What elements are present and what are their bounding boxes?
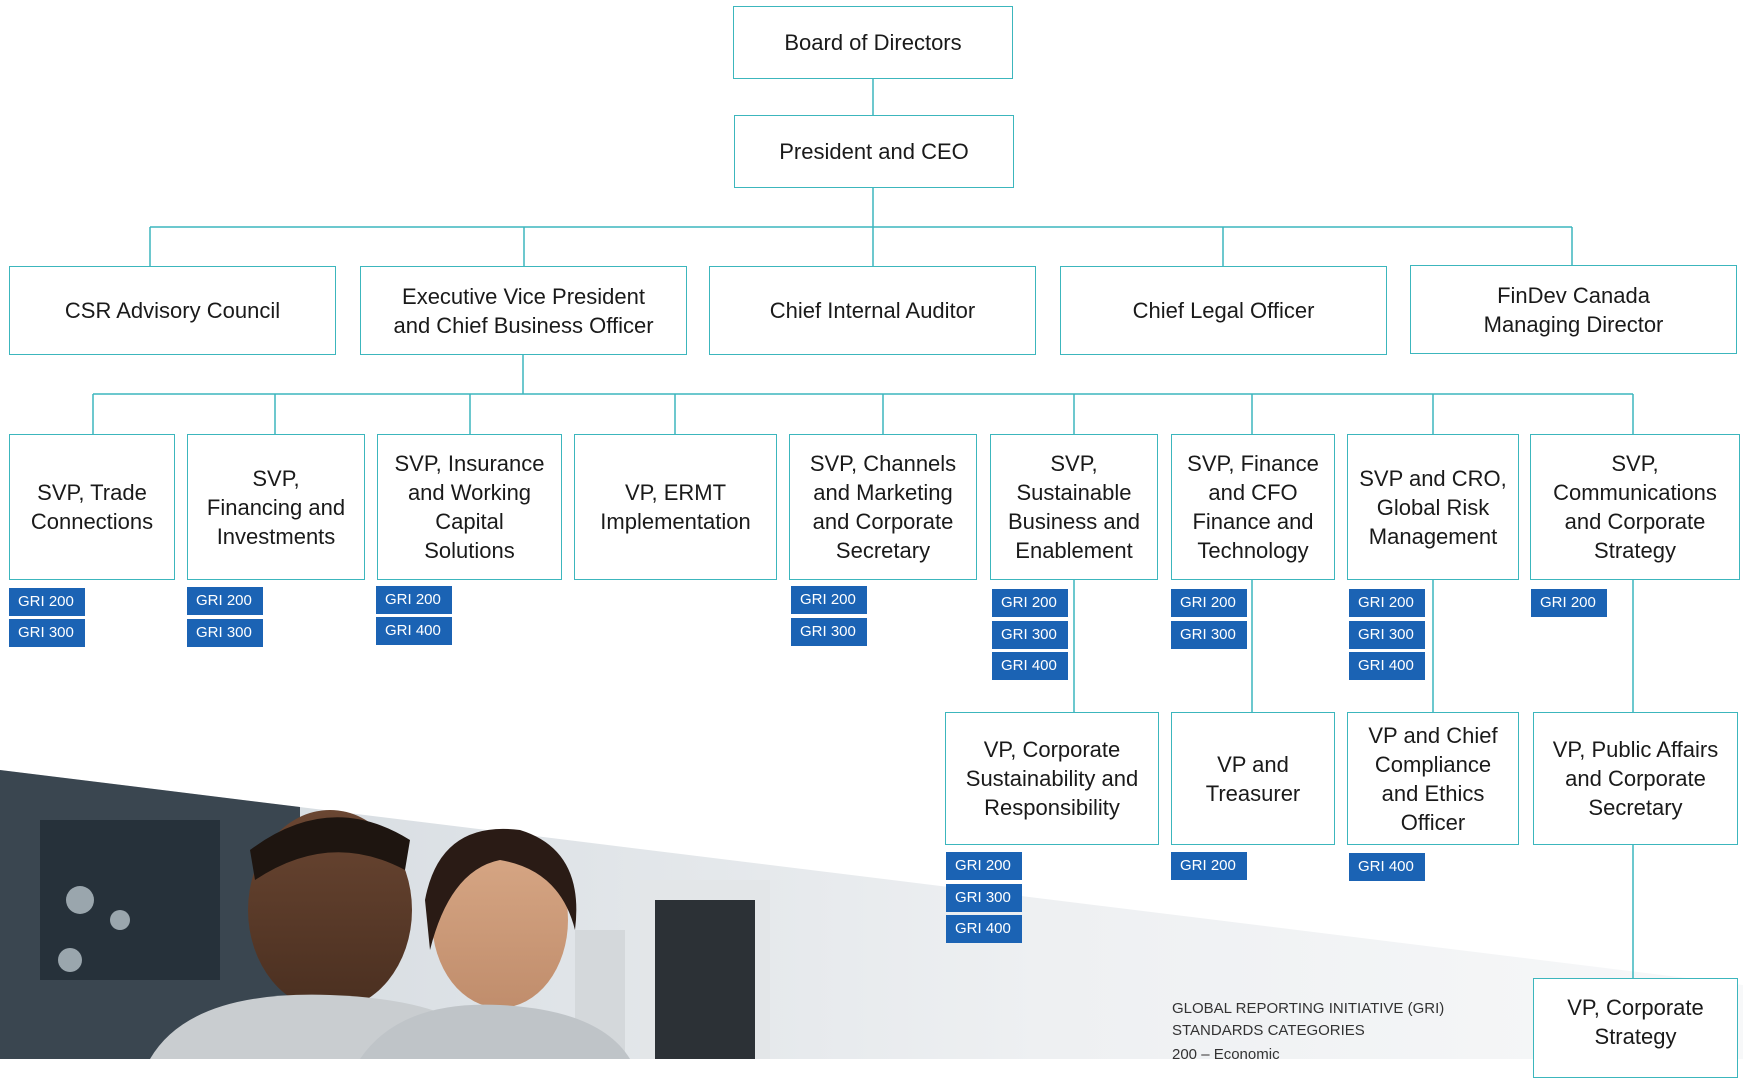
gri-badge: GRI 400: [946, 915, 1022, 943]
gri-badge: GRI 300: [187, 619, 263, 647]
gri-legend-title: GLOBAL REPORTING INITIATIVE (GRI) STANDA…: [1172, 1000, 1445, 1039]
gri-badge: GRI 200: [992, 589, 1068, 617]
gri-badge: GRI 200: [1171, 852, 1247, 880]
gri-badge: GRI 300: [791, 618, 867, 646]
gri-badge: GRI 300: [1171, 621, 1247, 649]
gri-badge: GRI 200: [187, 587, 263, 615]
node-svp-communications: SVP, Communications and Corporate Strate…: [1530, 434, 1740, 580]
gri-legend-item: 200 – Economic: [1172, 1046, 1280, 1063]
gri-badge: GRI 200: [1531, 589, 1607, 617]
gri-badge: GRI 400: [1349, 652, 1425, 680]
node-vp-public-affairs: VP, Public Affairs and Corporate Secreta…: [1533, 712, 1738, 845]
gri-badge: GRI 300: [9, 619, 85, 647]
node-svp-finance-cfo: SVP, Finance and CFO Finance and Technol…: [1171, 434, 1335, 580]
gri-badge: GRI 400: [376, 617, 452, 645]
node-evp-cbo: Executive Vice President and Chief Busin…: [360, 266, 687, 355]
node-chief-legal-officer: Chief Legal Officer: [1060, 266, 1387, 355]
gri-badge: GRI 200: [376, 586, 452, 614]
node-vp-corporate-strategy: VP, Corporate Strategy: [1533, 978, 1738, 1078]
gri-badge: GRI 200: [946, 852, 1022, 880]
gri-badge: GRI 200: [9, 588, 85, 616]
node-svp-channels-marketing: SVP, Channels and Marketing and Corporat…: [789, 434, 977, 580]
node-vp-chief-compliance: VP and Chief Compliance and Ethics Offic…: [1347, 712, 1519, 845]
node-president-ceo: President and CEO: [734, 115, 1014, 188]
node-svp-financing-investments: SVP, Financing and Investments: [187, 434, 365, 580]
node-svp-cro: SVP and CRO, Global Risk Management: [1347, 434, 1519, 580]
node-board-of-directors: Board of Directors: [733, 6, 1013, 79]
node-svp-trade-connections: SVP, Trade Connections: [9, 434, 175, 580]
node-findev-canada: FinDev Canada Managing Director: [1410, 265, 1737, 354]
gri-badge: GRI 300: [992, 621, 1068, 649]
node-chief-internal-auditor: Chief Internal Auditor: [709, 266, 1036, 355]
node-csr-advisory-council: CSR Advisory Council: [9, 266, 336, 355]
gri-badge: GRI 300: [1349, 621, 1425, 649]
node-vp-corporate-sustainability: VP, Corporate Sustainability and Respons…: [945, 712, 1159, 845]
gri-badge: GRI 200: [1171, 589, 1247, 617]
node-svp-sustainable-business: SVP, Sustainable Business and Enablement: [990, 434, 1158, 580]
gri-badge: GRI 400: [992, 652, 1068, 680]
gri-badge: GRI 200: [791, 586, 867, 614]
gri-badge: GRI 200: [1349, 589, 1425, 617]
node-vp-treasurer: VP and Treasurer: [1171, 712, 1335, 845]
node-svp-insurance: SVP, Insurance and Working Capital Solut…: [377, 434, 562, 580]
gri-badge: GRI 400: [1349, 853, 1425, 881]
node-vp-ermt: VP, ERMT Implementation: [574, 434, 777, 580]
gri-badge: GRI 300: [946, 884, 1022, 912]
